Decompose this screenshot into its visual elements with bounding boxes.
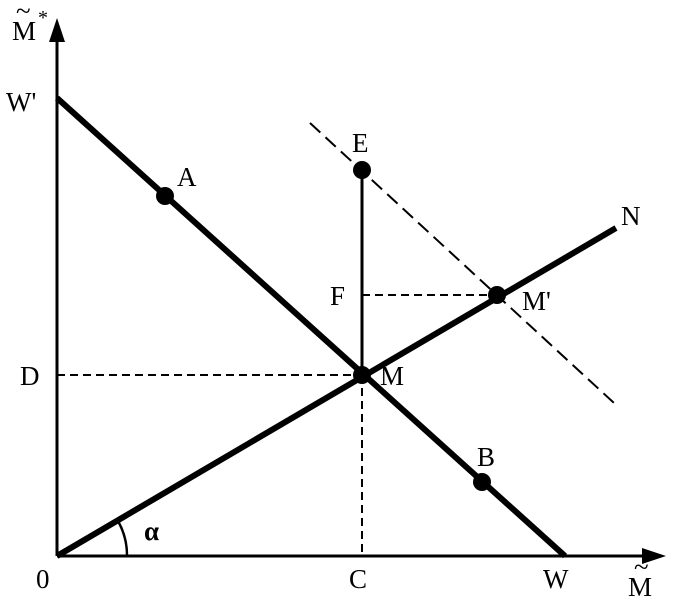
label-a: A xyxy=(177,162,197,192)
label-c: C xyxy=(349,564,367,594)
y-axis-arrowhead xyxy=(49,18,65,42)
label-origin: 0 xyxy=(36,564,50,594)
point-b xyxy=(473,473,491,491)
label-w: W xyxy=(543,564,569,594)
alpha-arc xyxy=(116,520,129,557)
y-axis-label: M xyxy=(12,16,36,46)
y-axis-label-tilde: ~ xyxy=(16,0,31,26)
point-a xyxy=(156,187,174,205)
ray-0-n xyxy=(55,225,618,559)
y-axis-label-star: * xyxy=(38,7,48,29)
label-m: M xyxy=(380,361,404,391)
point-m-prime xyxy=(488,286,506,304)
label-e: E xyxy=(352,128,369,158)
x-axis-label: M xyxy=(628,572,652,600)
x-axis-label-tilde: ~ xyxy=(634,552,649,582)
x-axis-arrowhead xyxy=(642,548,666,564)
label-d: D xyxy=(20,361,40,391)
label-m-prime: M' xyxy=(522,286,551,316)
point-m xyxy=(353,366,371,384)
label-b: B xyxy=(477,442,495,472)
label-w-prime: W' xyxy=(6,87,36,117)
label-n: N xyxy=(621,201,641,231)
point-e xyxy=(353,161,371,179)
label-alpha: α xyxy=(144,516,159,546)
label-f: F xyxy=(330,281,345,311)
